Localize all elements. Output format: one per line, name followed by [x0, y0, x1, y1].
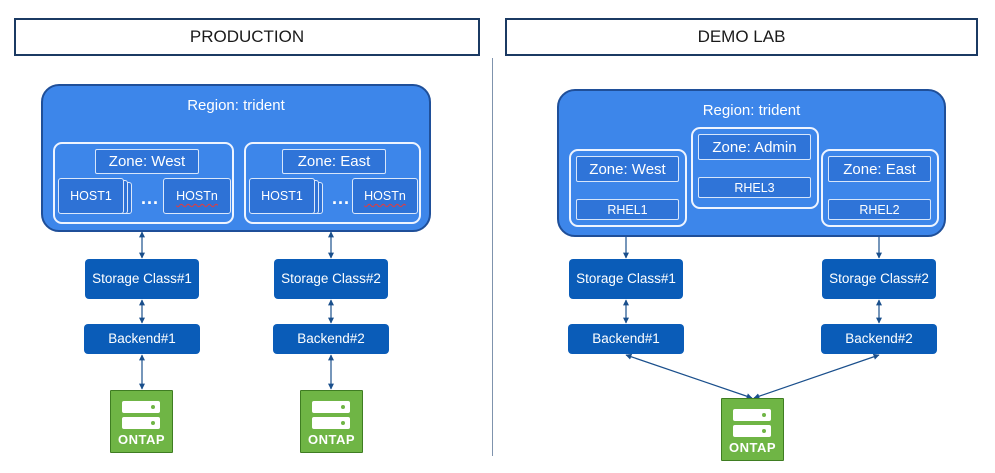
production-region: Region: trident Zone: West HOST1 ... HOS… [41, 84, 431, 232]
demo-zone-east: Zone: East RHEL2 [821, 149, 939, 227]
production-storage-class-1: Storage Class#1 [85, 259, 199, 299]
production-ontap-1: ONTAP [110, 390, 173, 453]
production-backend-1: Backend#1 [84, 324, 200, 354]
demo-ontap: ONTAP [721, 398, 784, 461]
storage-disk-icon [733, 409, 771, 421]
demo-zone-west: Zone: West RHEL1 [569, 149, 687, 227]
production-zone-east-title: Zone: East [282, 149, 386, 174]
production-east-host-last: HOSTn [352, 178, 418, 214]
host-ellipsis: ... [141, 188, 160, 208]
demo-node-rhel2: RHEL2 [828, 199, 931, 220]
demo-zone-west-title: Zone: West [576, 156, 679, 182]
production-west-host-first: HOST1 [58, 178, 124, 214]
production-storage-class-2: Storage Class#2 [274, 259, 388, 299]
demo-node-rhel3: RHEL3 [698, 177, 811, 198]
demo-lab-header: DEMO LAB [505, 18, 978, 56]
demo-storage-class-2: Storage Class#2 [822, 259, 936, 299]
demo-zone-east-title: Zone: East [828, 156, 931, 182]
demo-ontap-label: ONTAP [728, 440, 777, 455]
demo-region: Region: trident Zone: West RHEL1 Zone: A… [557, 89, 946, 237]
demo-node-rhel1: RHEL1 [576, 199, 679, 220]
section-divider [492, 58, 493, 456]
storage-disk-icon [122, 417, 160, 429]
demo-backend-1: Backend#1 [568, 324, 684, 354]
demo-zone-admin: Zone: Admin RHEL3 [691, 127, 819, 209]
storage-disk-icon [312, 401, 350, 413]
production-west-host-last: HOSTn [163, 178, 231, 214]
storage-disk-icon [312, 417, 350, 429]
demo-region-title: Region: trident [702, 102, 801, 119]
demo-lab-header-label: DEMO LAB [697, 27, 786, 46]
production-east-host-first: HOST1 [249, 178, 315, 214]
production-west-host-last-label: HOSTn [176, 189, 218, 203]
production-backend-2: Backend#2 [273, 324, 389, 354]
production-ontap-2: ONTAP [300, 390, 363, 453]
production-zone-west-title: Zone: West [95, 149, 199, 174]
demo-backend-2: Backend#2 [821, 324, 937, 354]
demo-storage-class-1: Storage Class#1 [569, 259, 683, 299]
production-header-label: PRODUCTION [189, 27, 305, 46]
host-ellipsis: ... [332, 188, 351, 208]
demo-backend1-ontap-link [625, 353, 753, 400]
production-zone-west: Zone: West HOST1 ... HOSTn [53, 142, 234, 224]
production-header: PRODUCTION [14, 18, 480, 56]
production-region-title: Region: trident [187, 97, 285, 114]
production-east-host-last-label: HOSTn [364, 189, 406, 203]
demo-zone-admin-title: Zone: Admin [698, 134, 811, 160]
storage-disk-icon [733, 425, 771, 437]
production-ontap-2-label: ONTAP [307, 432, 356, 447]
storage-disk-icon [122, 401, 160, 413]
production-zone-east: Zone: East HOST1 ... HOSTn [244, 142, 421, 224]
production-ontap-1-label: ONTAP [117, 432, 166, 447]
demo-backend2-ontap-link [753, 353, 880, 400]
